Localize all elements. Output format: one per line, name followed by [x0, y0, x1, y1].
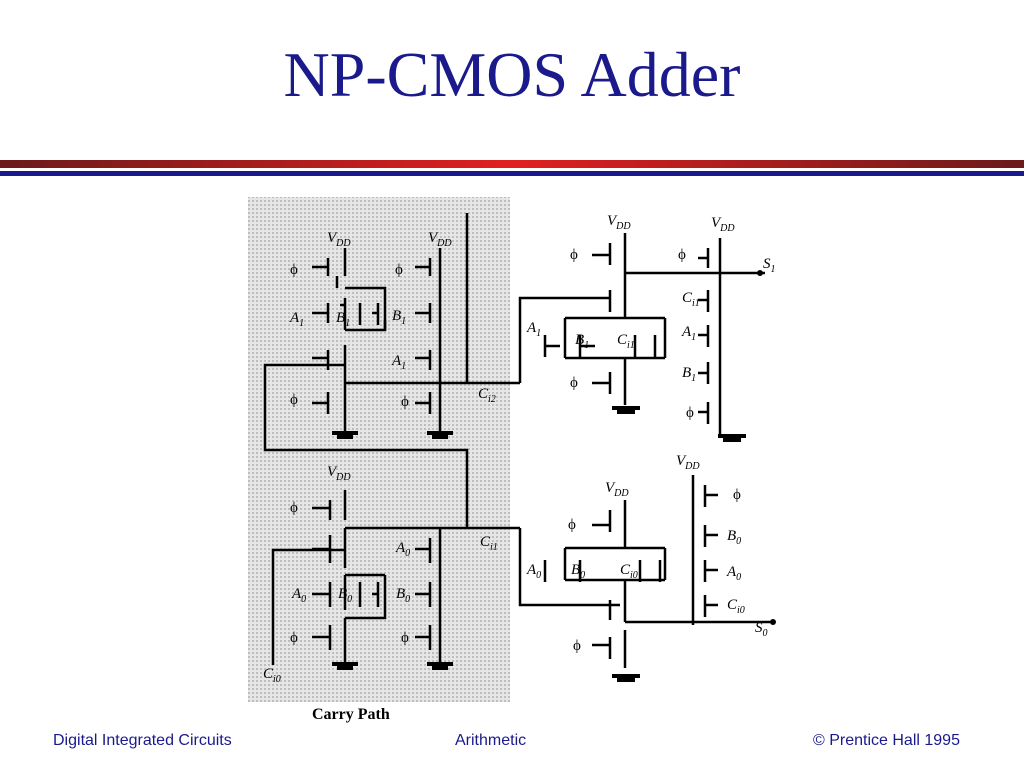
svg-text:Ci0: Ci0 — [620, 562, 638, 581]
svg-text:ϕ: ϕ — [568, 517, 576, 533]
svg-text:VDD: VDD — [605, 480, 629, 499]
svg-text:B1: B1 — [682, 365, 696, 384]
svg-text:ϕ: ϕ — [570, 375, 578, 391]
footer-right: © Prentice Hall 1995 — [813, 732, 960, 749]
svg-text:ϕ: ϕ — [290, 500, 298, 516]
svg-text:ϕ: ϕ — [573, 638, 581, 654]
svg-text:ϕ: ϕ — [678, 247, 686, 263]
svg-text:A1: A1 — [526, 320, 541, 339]
svg-text:Ci1: Ci1 — [682, 290, 700, 309]
carry-path-caption: Carry Path — [312, 706, 390, 723]
svg-text:ϕ: ϕ — [395, 262, 403, 278]
svg-text:ϕ: ϕ — [733, 487, 741, 503]
svg-text:ϕ: ϕ — [686, 405, 694, 421]
title-rule-blue — [0, 171, 1024, 176]
title-rule-red — [0, 160, 1024, 168]
carry-stage-1 — [263, 213, 520, 528]
svg-text:A1: A1 — [681, 324, 696, 343]
svg-text:Ci1: Ci1 — [617, 332, 635, 351]
footer-center: Arithmetic — [455, 732, 527, 749]
svg-text:ϕ: ϕ — [401, 630, 409, 646]
slide-title: NP-CMOS Adder — [283, 39, 741, 110]
svg-text:ϕ: ϕ — [290, 392, 298, 408]
svg-text:VDD: VDD — [607, 213, 631, 232]
svg-text:VDD: VDD — [676, 453, 700, 472]
footer-left: Digital Integrated Circuits — [53, 732, 232, 749]
svg-text:ϕ: ϕ — [290, 630, 298, 646]
svg-text:ϕ: ϕ — [401, 394, 409, 410]
carry-stage-0 — [271, 490, 520, 670]
sum-stage-0 — [518, 475, 776, 682]
svg-text:B0: B0 — [571, 562, 585, 581]
svg-text:A0: A0 — [726, 564, 741, 583]
svg-text:VDD: VDD — [711, 215, 735, 234]
svg-text:B1: B1 — [575, 332, 589, 351]
svg-text:ϕ: ϕ — [570, 247, 578, 263]
svg-text:Ci0: Ci0 — [727, 597, 745, 616]
svg-text:A0: A0 — [526, 562, 541, 581]
sum-stage-1 — [518, 233, 765, 442]
svg-text:ϕ: ϕ — [290, 262, 298, 278]
svg-text:B0: B0 — [727, 528, 741, 547]
